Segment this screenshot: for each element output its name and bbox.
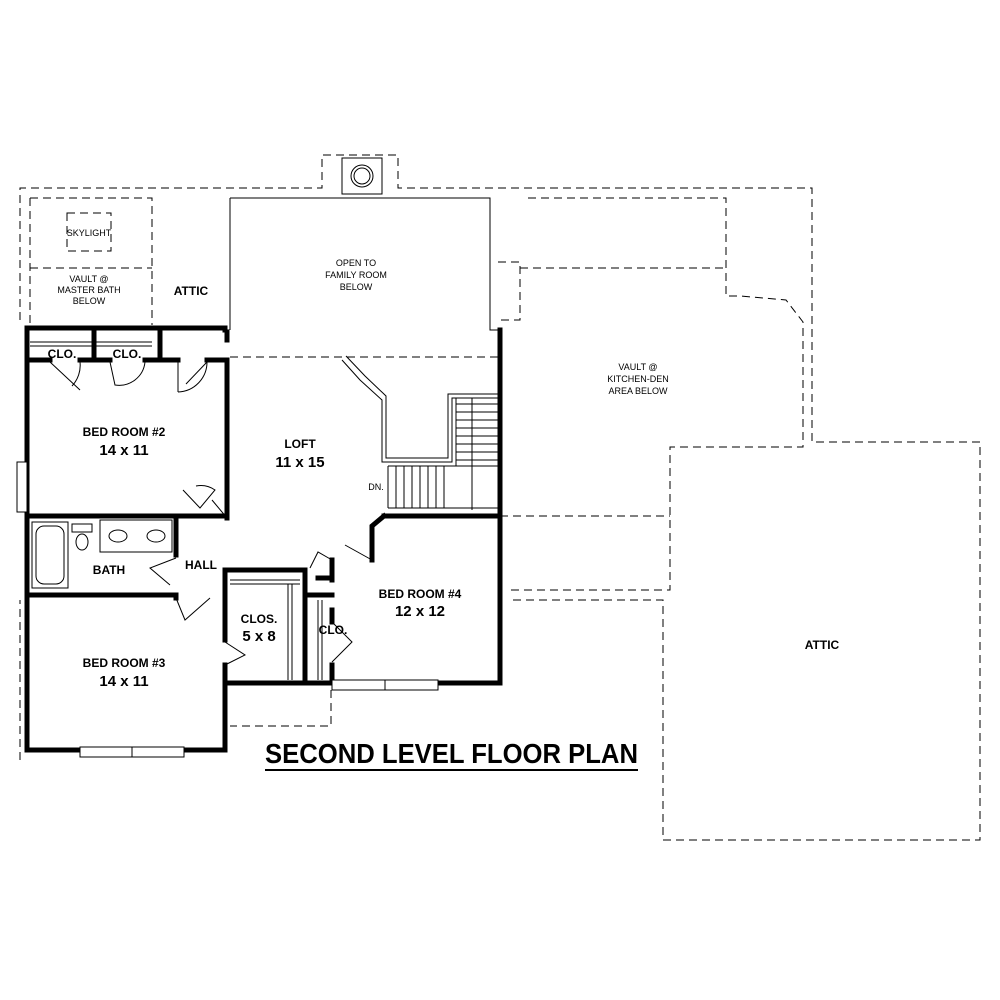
- open-to-label-2: FAMILY ROOM: [325, 270, 387, 280]
- open-to-label-3: BELOW: [340, 282, 373, 292]
- closet-5x8-size: 5 x 8: [242, 628, 275, 645]
- bath-fixtures: [31, 519, 173, 589]
- closet-2-label: CLO.: [113, 347, 142, 361]
- bed-room-4-size: 12 x 12: [395, 603, 445, 620]
- plan-title: SECOND LEVEL FLOOR PLAN: [265, 738, 638, 769]
- roof-outline-dashed: [19, 154, 981, 841]
- attic-left-label: ATTIC: [174, 284, 209, 298]
- open-to-below-outline: [229, 197, 500, 331]
- skylight-label: SKYLIGHT: [67, 228, 112, 238]
- vault-master-label-3: BELOW: [73, 296, 106, 306]
- vault-master-label-1: VAULT @: [69, 274, 108, 284]
- bed-room-3-size: 14 x 11: [99, 673, 148, 690]
- vault-kitchen-label-1: VAULT @: [618, 362, 657, 372]
- closet-shelves: [30, 341, 323, 680]
- bed-room-2-size: 14 x 11: [99, 442, 148, 459]
- closet-5x8-name: CLOS.: [241, 612, 278, 626]
- loft-size: 11 x 15: [275, 454, 324, 471]
- chimney-symbol: [341, 157, 383, 195]
- walls: [24, 325, 503, 753]
- vault-kitchen-label-3: AREA BELOW: [608, 386, 668, 396]
- hall-label: HALL: [185, 558, 217, 572]
- attic-right-label: ATTIC: [805, 638, 840, 652]
- closet-1-label: CLO.: [48, 347, 77, 361]
- bed-room-3-name: BED ROOM #3: [83, 656, 166, 670]
- bed-room-2-name: BED ROOM #2: [83, 425, 166, 439]
- stair-down-label: DN.: [368, 482, 384, 492]
- bath-label: BATH: [93, 563, 125, 577]
- stairs: [341, 355, 498, 510]
- bed-room-4-name: BED ROOM #4: [379, 587, 462, 601]
- skylight-symbol: [66, 212, 112, 252]
- closet-3-label: CLO.: [319, 623, 348, 637]
- vault-kitchen-label-2: KITCHEN-DEN: [607, 374, 669, 384]
- windows: [16, 461, 439, 758]
- loft-name: LOFT: [284, 437, 316, 451]
- doors: [49, 361, 373, 666]
- vault-master-label-2: MASTER BATH: [57, 285, 120, 295]
- open-to-label-1: OPEN TO: [336, 258, 376, 268]
